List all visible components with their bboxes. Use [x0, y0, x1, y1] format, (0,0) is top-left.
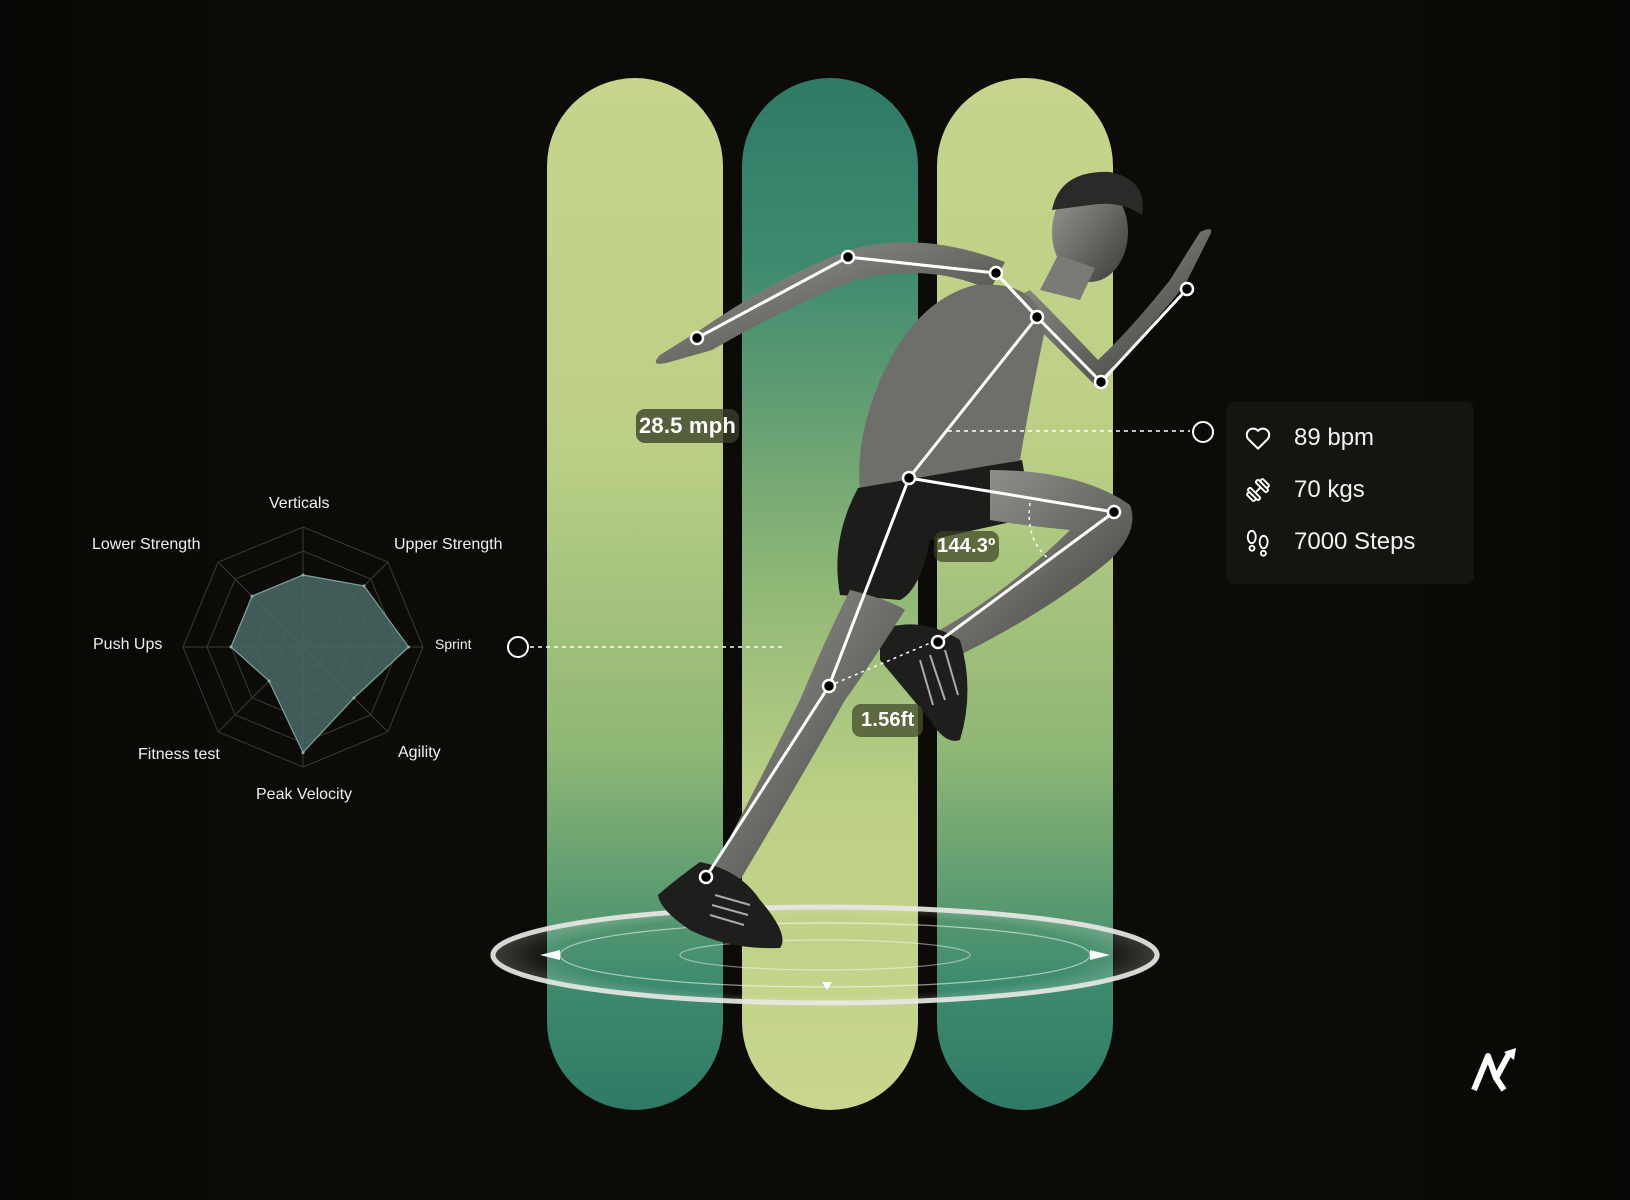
radar-value-point-7 — [229, 645, 233, 649]
knee-angle-label: 144.3º — [934, 531, 999, 562]
stats-card: 89 bpm 70 kgs 7000 Steps — [1226, 402, 1474, 584]
heart-icon — [1242, 422, 1274, 454]
speed-label: 28.5 mph — [636, 409, 739, 443]
athlete-silhouette — [655, 171, 1212, 949]
heart-rate-value: 89 bpm — [1294, 424, 1375, 451]
floor-ring — [490, 904, 1160, 1006]
footprints-icon — [1242, 526, 1274, 558]
heart-rate-stat: 89 bpm — [1242, 422, 1374, 454]
radar-label-agility: Agility — [398, 744, 441, 761]
radar-value-point-2 — [362, 584, 366, 588]
radar-value-point-5 — [301, 751, 305, 755]
dashed-connectors — [507, 421, 1214, 687]
radar-value-point-1 — [301, 573, 305, 577]
steps-value: 7000 Steps — [1294, 528, 1416, 555]
radar-label-upper-strength: Upper Strength — [394, 536, 503, 553]
radar-label-peak-velocity: Peak Velocity — [256, 786, 353, 803]
radar-label-fitness-test: Fitness test — [138, 746, 220, 763]
radar-label-verticals: Verticals — [269, 495, 330, 512]
dumbbell-icon — [1242, 474, 1274, 506]
radar-value-point-6 — [267, 679, 271, 683]
radar-label-sprint: Sprint — [435, 636, 472, 652]
weight-stat: 70 kgs — [1242, 474, 1365, 506]
radar-label-push-ups: Push Ups — [93, 636, 163, 653]
radar-value-point-4 — [352, 696, 356, 700]
steps-stat: 7000 Steps — [1242, 526, 1415, 558]
step-height-label: 1.56ft — [852, 704, 924, 737]
pose-joints — [689, 249, 1195, 885]
radar-value-point-3 — [407, 645, 411, 649]
brand-logo — [1471, 1048, 1516, 1092]
radar-value-point-8 — [250, 594, 254, 598]
radar-label-lower-strength: Lower Strength — [92, 536, 201, 553]
weight-value: 70 kgs — [1294, 476, 1365, 503]
